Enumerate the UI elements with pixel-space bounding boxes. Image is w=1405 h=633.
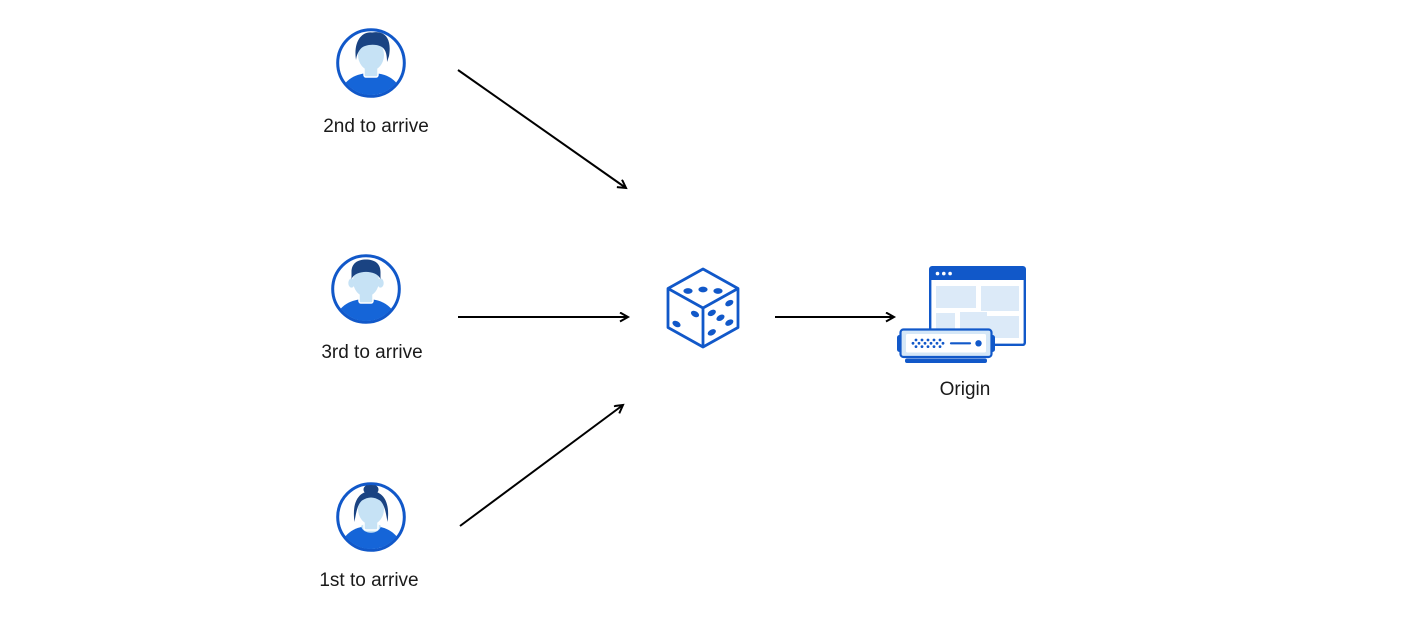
server-appliance-icon <box>897 328 995 363</box>
browser-window-icon <box>929 266 1026 346</box>
client-label-3rd: 3rd to arrive <box>321 342 423 363</box>
origin-label: Origin <box>939 379 991 400</box>
random-steering-node <box>665 266 741 355</box>
arrow-1st-to-dice <box>459 399 632 527</box>
client-label-2nd: 2nd to arrive <box>323 116 429 137</box>
arrow-2nd-to-dice <box>457 69 636 198</box>
arrow-3rd-to-dice <box>458 305 636 329</box>
origin-node-server <box>896 328 996 371</box>
user-avatar-male-swept-hair-icon <box>336 28 406 98</box>
origin-node-window <box>929 266 1026 351</box>
user-avatar-female-bun-icon <box>336 482 406 552</box>
arrow-dice-to-origin <box>775 305 901 329</box>
client-node-2nd <box>335 27 407 104</box>
client-label-1st: 1st to arrive <box>319 570 419 591</box>
user-avatar-male-flat-hair-icon <box>331 254 401 324</box>
client-node-1st <box>335 481 407 558</box>
server-dot-matrix <box>911 338 945 348</box>
client-node-3rd <box>330 253 402 330</box>
dice-icon <box>666 267 740 349</box>
